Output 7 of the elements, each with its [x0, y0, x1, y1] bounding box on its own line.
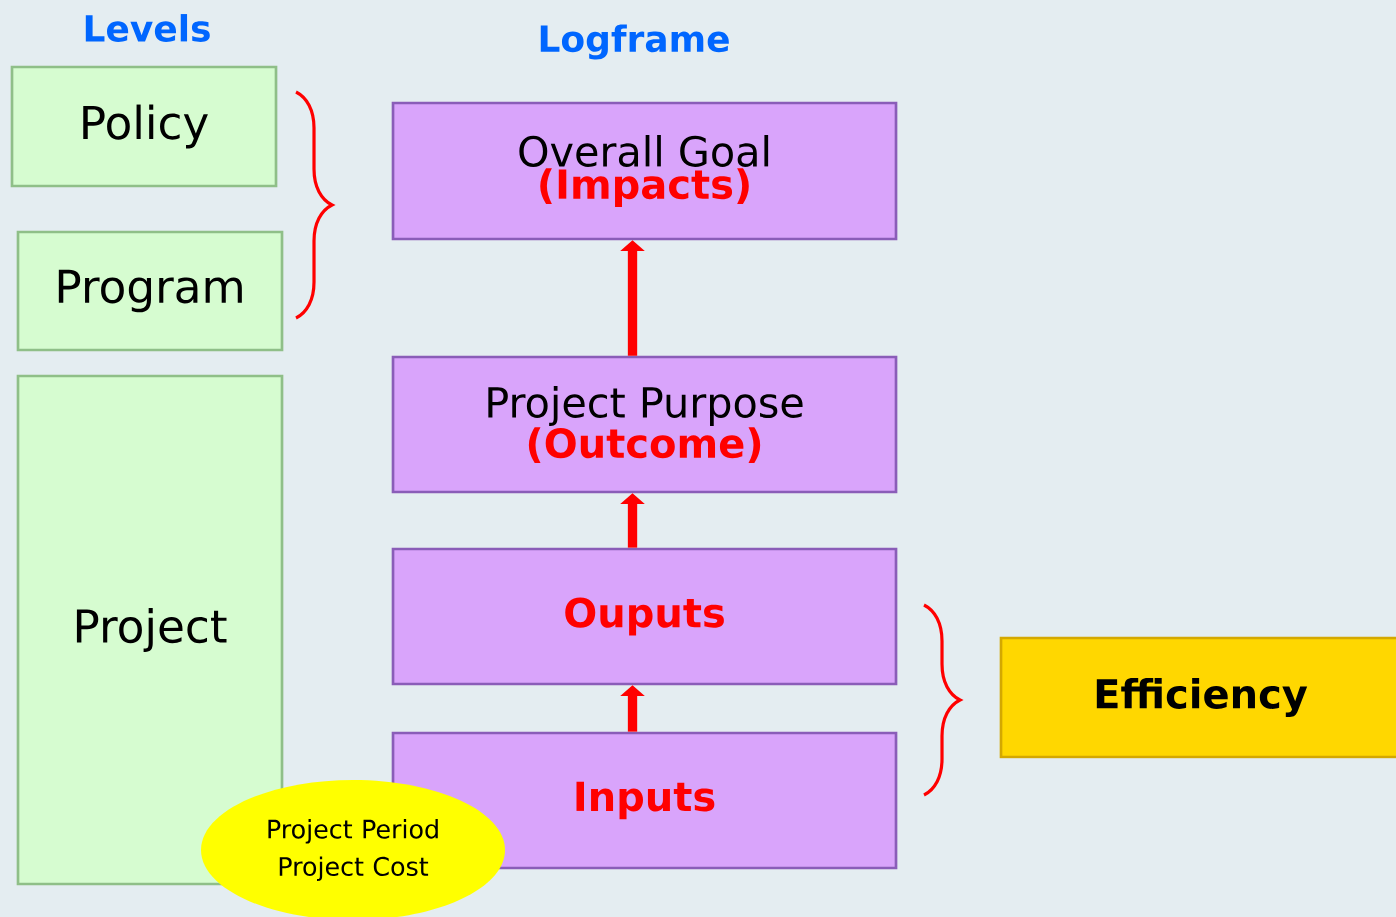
logframe-box: Overall Goal (Impacts) [391, 101, 898, 241]
column-heading: Logframe [540, 24, 729, 60]
logframe-box: Project Purpose (Outcome) [391, 355, 898, 494]
efficiency-box: Efficiency [999, 636, 1396, 759]
logframe-box: Ouputs [391, 547, 898, 686]
level-box: Policy [10, 65, 278, 188]
level-box: Program [16, 230, 284, 352]
